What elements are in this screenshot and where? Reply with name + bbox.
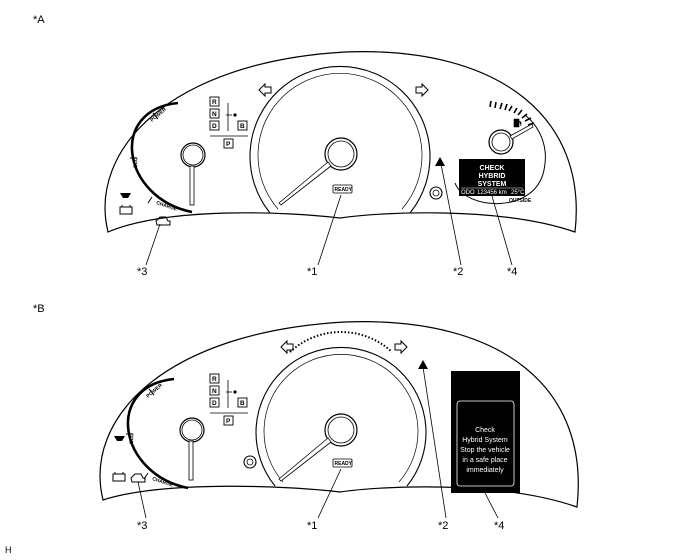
speedometer-needle-a [278, 161, 332, 206]
ready-indicator-label-b: READY [335, 461, 353, 467]
speedometer-hub-a [324, 137, 358, 171]
callout-b-4: *4 [494, 520, 504, 532]
ready-indicator-label-a: READY [335, 187, 353, 193]
fuel-gauge-ticks-a [489, 100, 535, 126]
gear-indicator-a: R N D B P [209, 96, 248, 149]
display-b-line1: Check [475, 427, 495, 434]
fuel-pump-icon-a [513, 118, 522, 128]
eco-label: ECO [133, 157, 139, 168]
figure-b-label: *B [33, 303, 45, 315]
power-meter-arc-b [126, 377, 189, 490]
gear-b-label-b: B [240, 400, 245, 407]
turn-left-arrow-icon-a [258, 82, 272, 98]
gear-b-label: B [240, 123, 245, 130]
cluster-a: POWER ECO CHARGE R N D B [104, 51, 577, 233]
multi-info-display-a [459, 159, 525, 196]
speedometer-dial-b [255, 346, 427, 487]
gear-indicator-b: R N D B P [209, 373, 248, 426]
display-b-line5: immediately [466, 467, 504, 474]
hybrid-system-icon-a [120, 193, 131, 198]
callout-b-2: *2 [438, 520, 448, 532]
check-engine-icon-a [155, 216, 171, 226]
gear-p-label: P [226, 141, 231, 148]
master-warning-icon-b [418, 360, 428, 369]
display-b-line4: in a safe place [462, 457, 507, 464]
fuel-gauge-arc-a [454, 114, 546, 205]
callout-b-1: *1 [307, 520, 317, 532]
speedometer-needle-b [278, 437, 332, 482]
corner-label: H [5, 545, 12, 555]
display-b-line3: Stop the vehicle [460, 447, 510, 454]
display-a-line3: SYSTEM [478, 181, 507, 188]
power-meter-needle-b [188, 440, 194, 481]
trip-knob-a [429, 186, 443, 200]
callout-leaders-b [137, 366, 499, 519]
display-a-line1: CHECK [480, 165, 505, 172]
ready-indicator-b [332, 458, 353, 468]
power-meter-arc-a [130, 101, 193, 214]
figure-a-label: *A [33, 14, 45, 26]
multi-info-display-b [451, 371, 520, 493]
power-meter-needle-a [189, 165, 195, 206]
odo-value: 123456 km [477, 190, 507, 196]
callout-a-3: *3 [137, 266, 147, 278]
power-meter-hub-a [180, 142, 206, 168]
battery-icon-a [119, 205, 133, 215]
battery-icon-b [112, 472, 126, 482]
power-label: POWER [149, 107, 168, 124]
odo-label: ODO [461, 190, 475, 196]
outside-temperature: 25°C [511, 190, 525, 196]
cluster-a-housing [104, 51, 577, 233]
gear-r-label: R [212, 99, 217, 106]
gear-p-label-b: P [226, 418, 231, 425]
gear-d-label: D [212, 123, 217, 130]
callout-b-3: *3 [137, 520, 147, 532]
cluster-b: POWER ECO CHARGE R N D B P [99, 321, 579, 508]
callout-leaders-a [145, 163, 513, 266]
outside-label: OUTSIDE [509, 198, 532, 204]
gear-d-label-b: D [212, 400, 217, 407]
power-meter-hub-b [179, 417, 205, 443]
trip-knob-b [243, 455, 257, 469]
speedometer-dial-a [249, 65, 431, 214]
ready-indicator-a [332, 184, 353, 194]
turn-right-arrow-icon-b [394, 339, 408, 355]
check-engine-icon-b [130, 473, 146, 483]
eco-label-b: ECO [129, 433, 135, 444]
fuel-gauge-hub-a [488, 129, 514, 155]
gear-r-label-b: R [212, 376, 217, 383]
fuel-gauge-needle-a [509, 123, 534, 140]
display-b-line2: Hybrid System [462, 437, 508, 444]
speedometer-hub-b [324, 413, 358, 447]
callout-a-1: *1 [307, 266, 317, 278]
gear-n-label-b: N [212, 388, 217, 395]
turn-right-arrow-icon-a [415, 82, 429, 98]
master-warning-icon-a [435, 157, 445, 166]
display-a-line2: HYBRID [479, 173, 506, 180]
turn-left-arrow-icon-b [280, 339, 294, 355]
cluster-b-housing [99, 321, 579, 508]
gear-n-label: N [212, 111, 217, 118]
callout-a-2: *2 [453, 266, 463, 278]
hybrid-system-icon-b [114, 436, 125, 441]
callout-a-4: *4 [507, 266, 517, 278]
